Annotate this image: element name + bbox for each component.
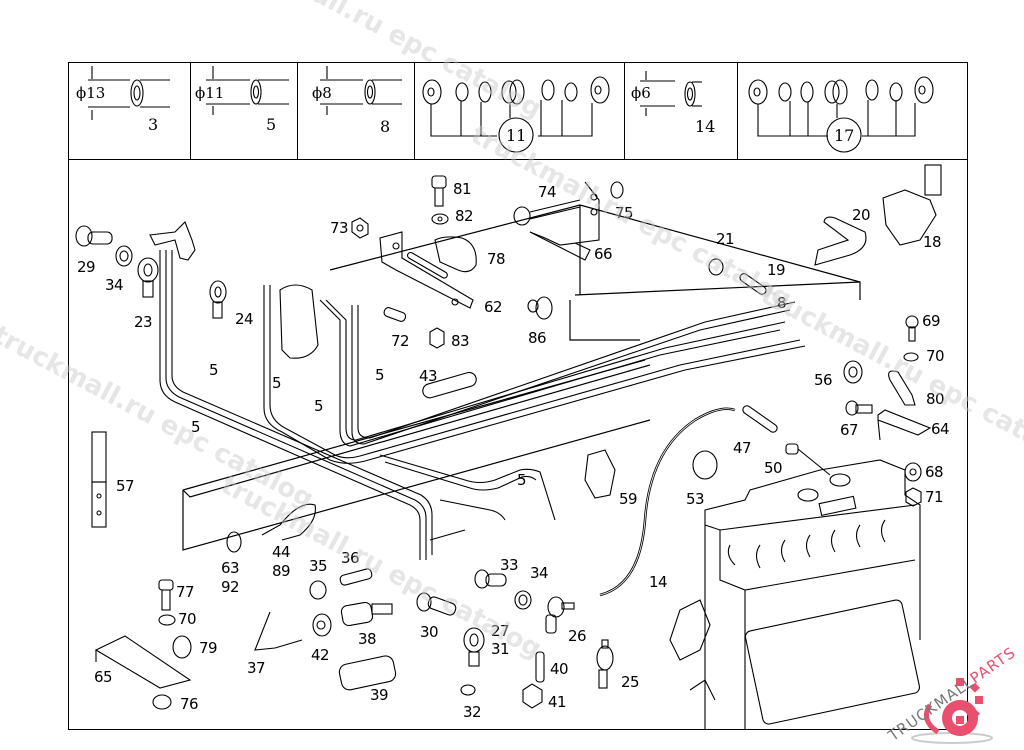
callout-57: 57 — [116, 477, 135, 495]
diameter-label: ϕ13 — [76, 84, 106, 102]
diameter-label: ϕ6 — [631, 84, 651, 102]
callout-62: 62 — [484, 298, 503, 316]
tube-icon-13 — [88, 66, 170, 120]
callout-43: 43 — [419, 367, 438, 385]
callout-71: 71 — [925, 488, 944, 506]
callout-24: 24 — [235, 310, 254, 328]
callout-14: 14 — [649, 573, 668, 591]
callout-20: 20 — [852, 206, 871, 224]
callout-66: 66 — [594, 245, 613, 263]
legend-part-number: 3 — [148, 115, 159, 134]
legend-part-number: 8 — [380, 117, 391, 136]
callout-37: 37 — [247, 659, 266, 677]
legend-row — [68, 62, 968, 160]
callout-80: 80 — [926, 390, 945, 408]
legend-cell-8 — [298, 62, 415, 160]
fuel-line-5 — [159, 250, 806, 560]
callout-63: 63 — [221, 559, 240, 577]
legend-cell-11 — [415, 62, 625, 160]
callout-5: 5 — [375, 366, 385, 384]
logo-arc — [923, 703, 940, 735]
callout-70: 70 — [178, 610, 197, 628]
callout-5: 5 — [272, 374, 282, 392]
callout-50: 50 — [764, 459, 783, 477]
tube-icon-11 — [206, 66, 289, 115]
callout-5: 5 — [517, 471, 527, 489]
callout-41: 41 — [548, 693, 567, 711]
callout-30: 30 — [420, 623, 439, 641]
fitting-kit-11-icon — [422, 76, 610, 153]
callout-18: 18 — [923, 233, 942, 251]
kit-number-11: 11 — [506, 126, 527, 145]
callout-31: 31 — [491, 640, 510, 658]
callout-82: 82 — [455, 207, 474, 225]
callout-34: 34 — [530, 564, 549, 582]
callout-33: 33 — [500, 556, 519, 574]
tube-icon-8 — [320, 66, 402, 115]
tube-icon-6 — [640, 71, 702, 116]
callout-70: 70 — [926, 347, 945, 365]
callout-36: 36 — [341, 549, 360, 567]
diameter-label: ϕ11 — [195, 84, 225, 102]
legend-cell-3 — [68, 62, 191, 160]
callout-44: 44 — [272, 543, 291, 561]
callout-65: 65 — [94, 668, 113, 686]
callout-67: 67 — [840, 421, 859, 439]
callout-59: 59 — [619, 490, 638, 508]
callout-39: 39 — [370, 686, 389, 704]
callout-5: 5 — [314, 397, 324, 415]
callout-38: 38 — [358, 630, 377, 648]
diagram-frame — [68, 62, 968, 730]
callout-74: 74 — [538, 183, 557, 201]
callout-47: 47 — [733, 439, 752, 457]
legend-part-number: 5 — [266, 115, 277, 134]
callout-40: 40 — [550, 660, 569, 678]
callout-35: 35 — [309, 557, 328, 575]
fitting-kit-17-icon — [748, 76, 934, 153]
callout-81: 81 — [453, 180, 472, 198]
callout-76: 76 — [180, 695, 199, 713]
callout-5: 5 — [209, 361, 219, 379]
callout-8: 8 — [777, 294, 787, 312]
callout-21: 21 — [716, 230, 735, 248]
callout-92: 92 — [221, 578, 240, 596]
callout-56: 56 — [814, 371, 833, 389]
callout-42: 42 — [311, 646, 330, 664]
callout-89: 89 — [272, 562, 291, 580]
engine-block — [669, 459, 921, 730]
callout-64: 64 — [931, 420, 950, 438]
logo-swoosh — [911, 732, 993, 744]
callout-29: 29 — [77, 258, 96, 276]
callout-78: 78 — [487, 250, 506, 268]
callout-23: 23 — [134, 313, 153, 331]
callout-72: 72 — [391, 332, 410, 350]
kit-number-17: 17 — [834, 126, 855, 145]
callout-83: 83 — [451, 332, 470, 350]
callout-79: 79 — [199, 639, 218, 657]
brand-logo: TRUCKMALLPARTS — [885, 643, 1020, 750]
part-sketches — [75, 164, 942, 710]
callout-26: 26 — [568, 627, 587, 645]
callout-19: 19 — [767, 261, 786, 279]
callout-5: 5 — [191, 418, 201, 436]
legend-part-number: 14 — [695, 117, 716, 136]
callout-25: 25 — [621, 673, 640, 691]
callout-73: 73 — [330, 219, 349, 237]
callout-53: 53 — [686, 490, 705, 508]
callout-77: 77 — [176, 583, 195, 601]
frame-rail — [182, 204, 861, 551]
callout-27: 27 — [491, 622, 510, 640]
callout-86: 86 — [528, 329, 547, 347]
diameter-label: ϕ8 — [312, 84, 332, 102]
callout-34: 34 — [105, 276, 124, 294]
callout-68: 68 — [925, 463, 944, 481]
callout-69: 69 — [922, 312, 941, 330]
callout-75: 75 — [615, 204, 634, 222]
legend-cell-5 — [191, 62, 298, 160]
callout-32: 32 — [463, 703, 482, 721]
legend-cell-14 — [625, 62, 738, 160]
